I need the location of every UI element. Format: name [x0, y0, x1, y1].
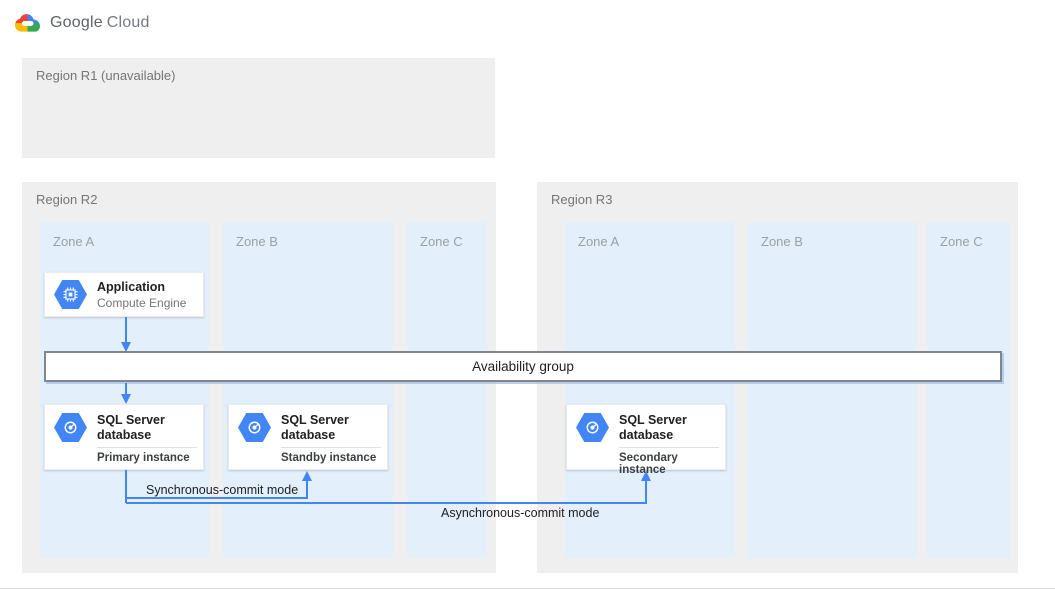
zone-b-label: Zone B [236, 234, 278, 249]
zone-c-label: Zone C [420, 234, 463, 249]
divider [619, 447, 719, 448]
cloud-sql-icon [54, 413, 87, 442]
sql-standby-node: SQL Server database Standby instance [228, 404, 388, 470]
zone-b-label: Zone B [761, 234, 803, 249]
sql-standby-title: SQL Server database [281, 413, 349, 442]
sql-secondary-title: SQL Server database [619, 413, 687, 442]
region-r3-label: Region R3 [551, 192, 613, 207]
zone-c-label: Zone C [940, 234, 983, 249]
sql-secondary-instance-label: Secondary instance [619, 452, 678, 476]
cloud-sql-icon [238, 413, 271, 442]
sql-primary-instance-label: Primary instance [97, 452, 190, 464]
availability-group-label: Availability group [472, 359, 574, 374]
region-r2-label: Region R2 [36, 192, 98, 207]
application-node: Application Compute Engine [44, 272, 204, 317]
region-r3-zone-b: Zone B [748, 222, 917, 558]
sql-standby-instance-label: Standby instance [281, 452, 377, 464]
logo-cloud-text: Cloud [106, 14, 150, 31]
zone-a-label: Zone A [578, 234, 620, 249]
logo-google-text: Google [50, 14, 103, 31]
compute-engine-icon [54, 280, 87, 309]
region-r1-label: Region R1 (unavailable) [36, 68, 176, 83]
zone-a-label: Zone A [53, 234, 95, 249]
application-subtitle: Compute Engine [97, 295, 187, 310]
region-r1: Region R1 (unavailable) [22, 58, 495, 158]
synchronous-commit-label: Synchronous-commit mode [146, 483, 299, 497]
cloud-sql-icon [576, 413, 609, 442]
region-r3-zone-c: Zone C [927, 222, 1010, 558]
application-title: Application [97, 279, 166, 294]
sql-primary-node: SQL Server database Primary instance [44, 404, 204, 470]
availability-group-bar: Availability group [44, 351, 1002, 382]
google-cloud-icon [15, 14, 40, 32]
asynchronous-commit-label: Asynchronous-commit mode [441, 506, 600, 520]
sql-primary-title: SQL Server database [97, 413, 165, 442]
divider [281, 447, 381, 448]
divider [97, 447, 197, 448]
region-r2-zone-b: Zone B [223, 222, 393, 558]
sql-secondary-node: SQL Server database Secondary instance [566, 404, 726, 476]
